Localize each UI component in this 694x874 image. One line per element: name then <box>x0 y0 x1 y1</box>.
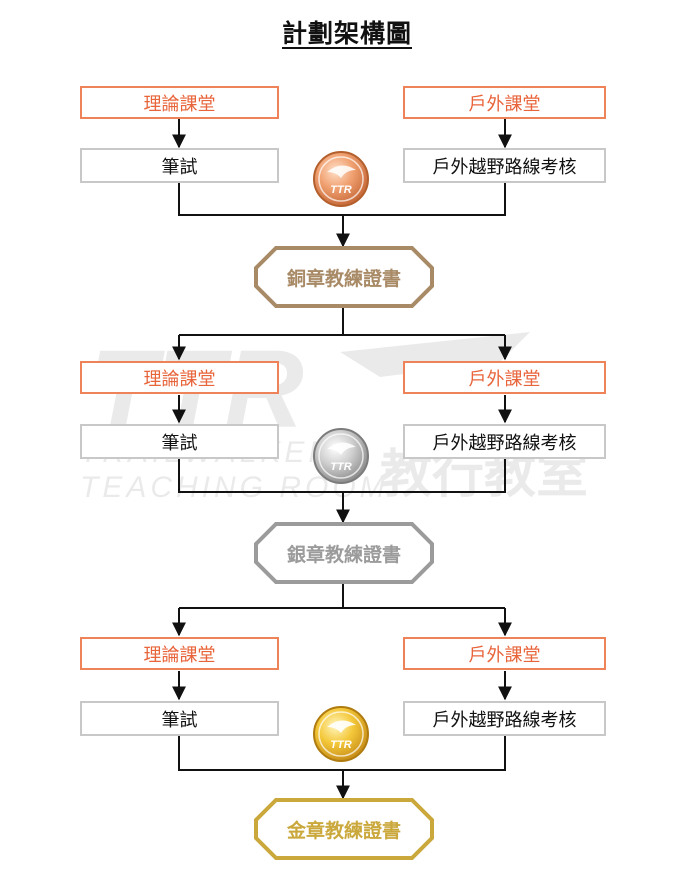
tier3-theory-class-box: 理論課堂 <box>80 637 279 670</box>
bronze-certificate-frame <box>254 246 434 308</box>
silver-certificate-frame <box>254 522 434 584</box>
bronze-medal-icon: TTR <box>313 151 369 207</box>
gold-certificate-label: 金章教練證書 <box>286 819 401 842</box>
tier3-outdoor-class-box: 戶外課堂 <box>403 637 606 670</box>
tier2-field-test-box: 戶外越野路線考核 <box>403 424 606 459</box>
silver-medal-label: TTR <box>330 461 351 473</box>
tier1-outdoor-class-box: 戶外課堂 <box>403 86 606 119</box>
tier3-written-test-box: 筆試 <box>80 701 279 736</box>
page-title: 計劃架構圖 <box>281 19 412 48</box>
gold-medal-label: TTR <box>330 739 351 751</box>
silver-certificate-label: 銀章教練證書 <box>286 543 401 566</box>
gold-certificate-frame <box>254 798 434 860</box>
tier1-field-test-box: 戶外越野路線考核 <box>403 148 606 183</box>
tier1-written-test-box: 筆試 <box>80 148 279 183</box>
tier2-theory-class-box: 理論課堂 <box>80 361 279 394</box>
tier3-field-test-box: 戶外越野路線考核 <box>403 701 606 736</box>
tier2-written-test-box: 筆試 <box>80 424 279 459</box>
tier1-theory-class-box: 理論課堂 <box>80 86 279 119</box>
tier2-outdoor-class-box: 戶外課堂 <box>403 361 606 394</box>
gold-medal-icon: TTR <box>313 706 369 762</box>
bronze-certificate-label: 銅章教練證書 <box>286 267 401 290</box>
bronze-medal-label: TTR <box>330 184 351 196</box>
silver-medal-icon: TTR <box>313 428 369 484</box>
